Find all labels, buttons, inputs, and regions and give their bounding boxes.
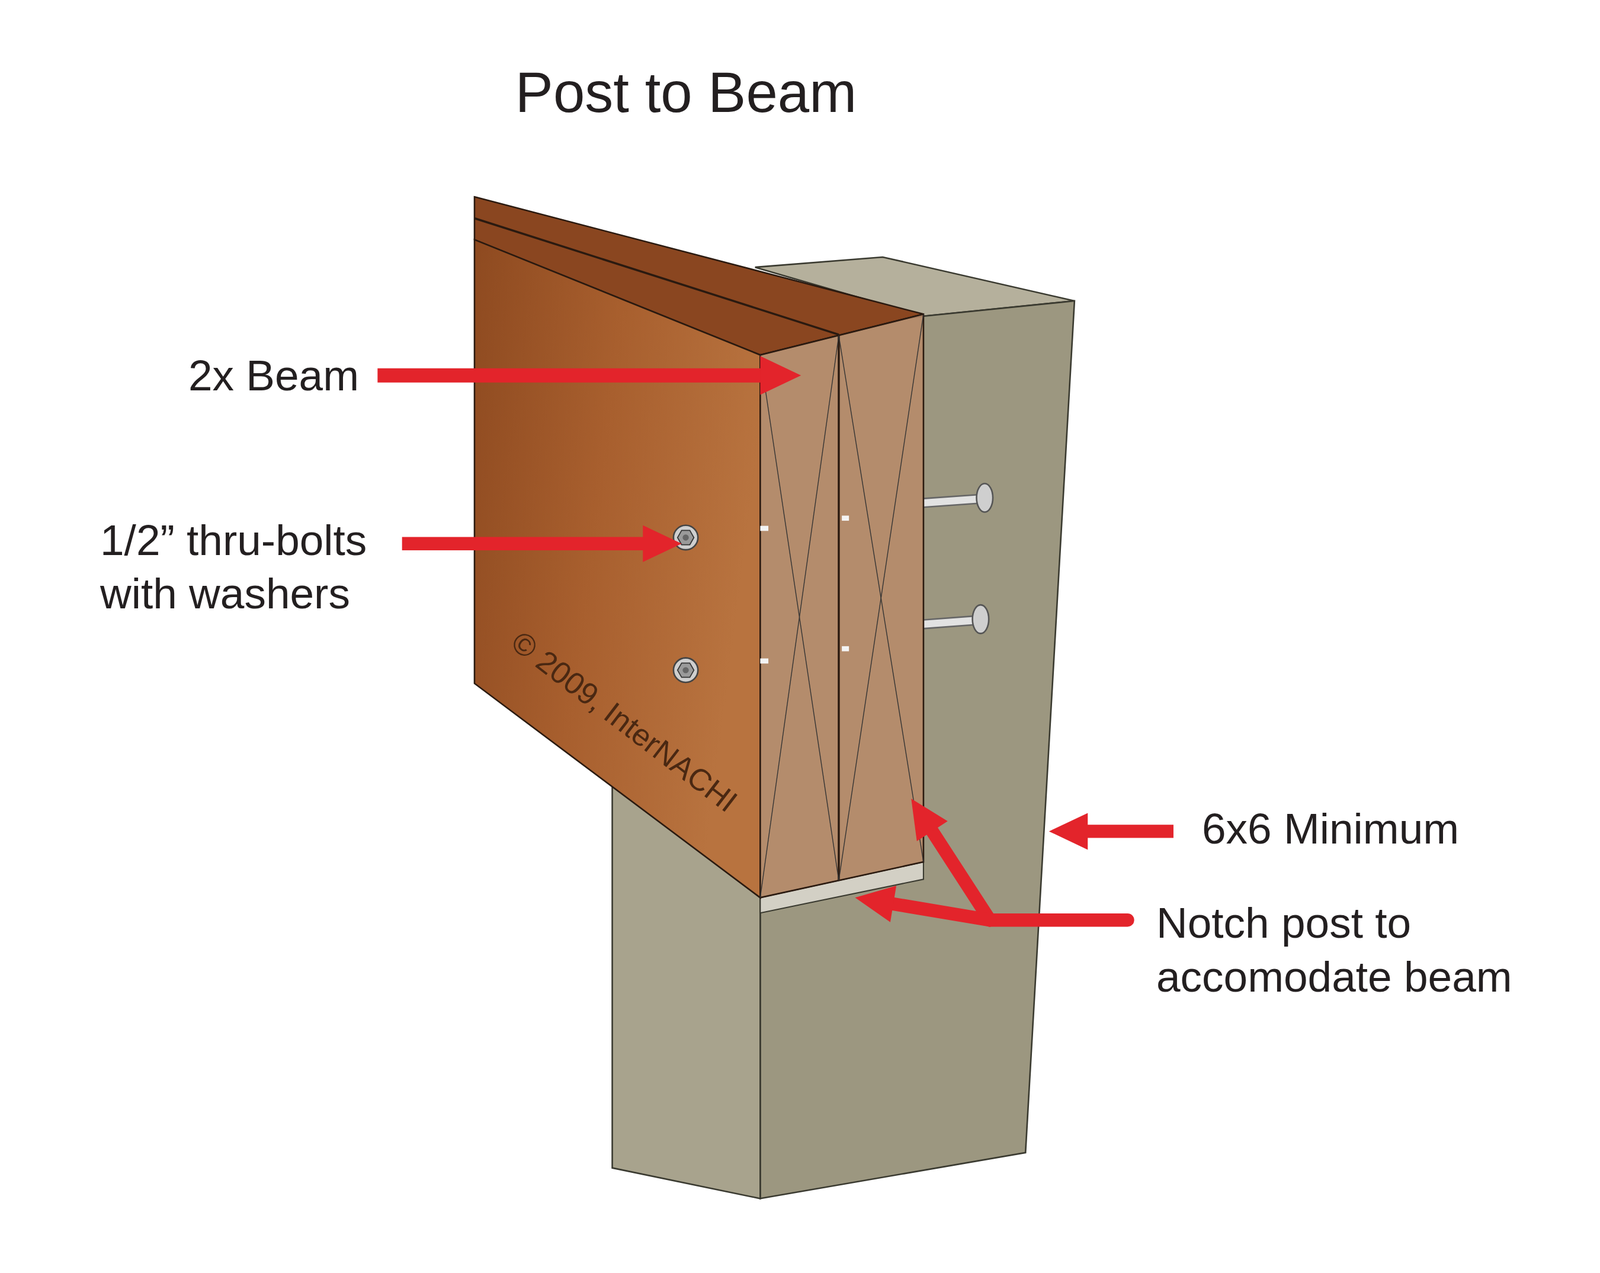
- title: Post to Beam: [330, 58, 1042, 127]
- bolt-shaft: [923, 620, 978, 625]
- bolt-head: [673, 525, 698, 550]
- callout-label: 6x6 Minimum: [1201, 802, 1582, 855]
- callout-label: 2x Beam: [92, 349, 359, 402]
- leader-arrow: [377, 356, 801, 395]
- leader-arrow: [402, 525, 682, 563]
- post-side-face: [760, 300, 1075, 1199]
- bolt-head: [673, 658, 698, 683]
- end-grain-cross: [760, 313, 924, 898]
- ply-line: [837, 335, 840, 881]
- bolt-washer: [976, 483, 994, 512]
- bolt-hidden-shaft: [760, 518, 849, 662]
- bolt-shaft: [923, 498, 982, 503]
- leader-arrow: [855, 798, 1128, 922]
- leader-arrow: [1049, 812, 1174, 850]
- callout-label: Notch post to accomodate beam: [1156, 895, 1536, 1005]
- beam-end-face: [760, 313, 924, 898]
- bolt-washer: [972, 604, 990, 634]
- bolt-shaft: [923, 620, 978, 625]
- callout-label: 1/2” thru-bolts with washers: [100, 513, 397, 621]
- bolt-shaft: [923, 498, 982, 503]
